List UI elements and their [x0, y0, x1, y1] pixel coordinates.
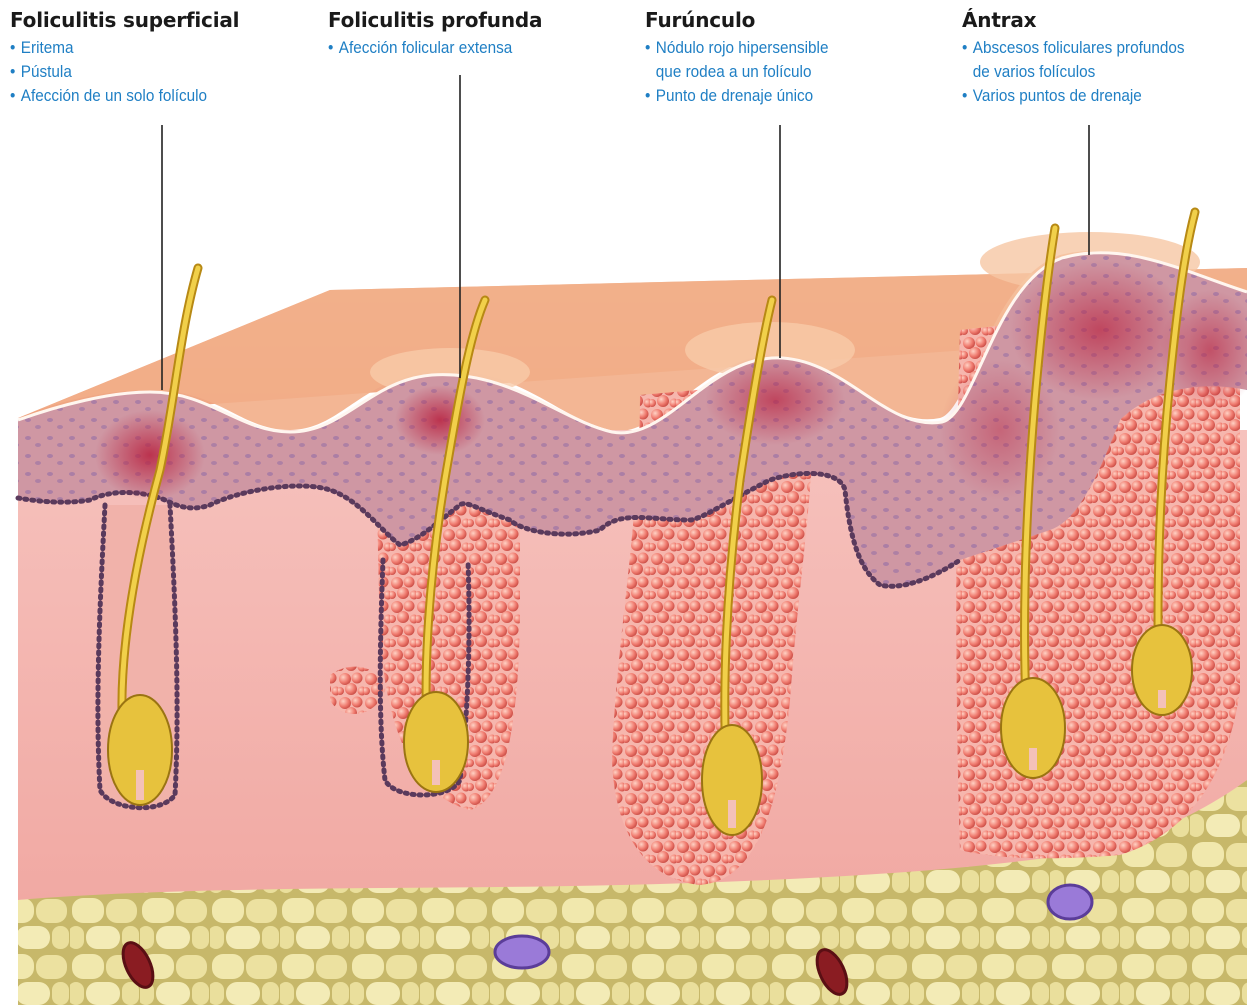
- label-furunculo: Furúnculo •Nódulo rojo hipersensible que…: [645, 8, 849, 108]
- label-bullet: •Pústula: [10, 60, 216, 84]
- label-title: Ántrax: [962, 8, 1209, 32]
- label-bullet: que rodea a un folículo: [645, 60, 828, 84]
- vessel-purple-1: [495, 936, 549, 968]
- label-bullet: •Abscesos foliculares profundos: [962, 36, 1185, 60]
- label-foliculitis-superficial: Foliculitis superficial •Eritema •Pústul…: [10, 8, 239, 108]
- label-bullet: •Afección de un solo folículo: [10, 84, 216, 108]
- label-title: Foliculitis profunda: [328, 8, 542, 32]
- label-title: Furúnculo: [645, 8, 849, 32]
- label-bullet: •Afección folicular extensa: [328, 36, 521, 60]
- label-bullet: •Punto de drenaje único: [645, 84, 828, 108]
- label-antrax: Ántrax •Abscesos foliculares profundos d…: [962, 8, 1209, 108]
- label-bullet: •Eritema: [10, 36, 216, 60]
- label-foliculitis-profunda: Foliculitis profunda •Afección folicular…: [328, 8, 542, 60]
- label-bullet: •Nódulo rojo hipersensible: [645, 36, 828, 60]
- vessel-purple-2: [1048, 885, 1092, 919]
- label-bullet: •Varios puntos de drenaje: [962, 84, 1185, 108]
- condition-labels: Foliculitis superficial •Eritema •Pústul…: [0, 0, 1247, 120]
- label-bullet: de varios folículos: [962, 60, 1185, 84]
- label-title: Foliculitis superficial: [10, 8, 239, 32]
